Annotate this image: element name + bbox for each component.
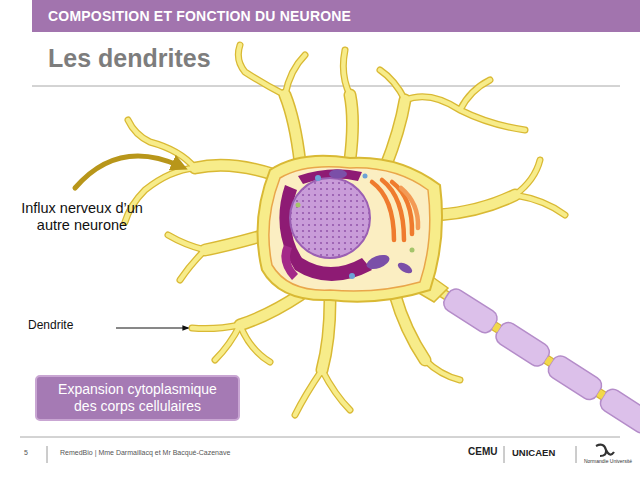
node-text: COMPOSITION ET FONCTION DU NEURONE — [48, 8, 351, 24]
cell-body — [258, 156, 449, 302]
footer-credit: RemedBio | Mme Darmaillacq et Mr Bacqué-… — [60, 449, 380, 457]
leader-line — [116, 328, 188, 329]
golgi-apparatus — [372, 180, 418, 240]
mitochondrion — [329, 170, 347, 179]
nucleus — [290, 178, 370, 258]
callout-text: Influx nerveux d’un autre neurone — [12, 200, 152, 235]
vesicle — [349, 273, 355, 279]
impulse-arrow — [75, 156, 180, 188]
note-box: Expansion cytoplasmique des corps cellul… — [35, 375, 240, 421]
myelin-sheath — [440, 286, 640, 437]
cytoplasm — [269, 167, 430, 291]
footer-separator — [47, 446, 48, 463]
myelin-segment — [440, 286, 500, 336]
logo-text: UNICAEN — [512, 447, 574, 458]
footer-rule — [20, 437, 620, 438]
node-of-ranvier — [598, 393, 603, 396]
vesicle — [315, 175, 321, 181]
logo-separator — [576, 446, 577, 463]
vesicle — [296, 203, 301, 208]
axon — [430, 285, 640, 436]
node-of-ranvier — [546, 359, 551, 362]
page-number: 5 — [24, 449, 40, 457]
dendrites — [125, 45, 565, 415]
mitochondrion — [396, 261, 414, 276]
logo-stroke — [596, 445, 606, 456]
slide-title: Les dendrites — [48, 44, 211, 73]
logo-text: CEMU — [468, 446, 502, 458]
dendrite-branch-outline — [125, 45, 565, 415]
title-rule — [32, 86, 620, 87]
vesicle — [410, 248, 415, 253]
part-name: Dendrite — [28, 318, 118, 332]
golgi-cisterna — [401, 188, 418, 228]
mitochondrion — [365, 252, 392, 271]
myelin-segment — [597, 386, 640, 436]
dendrite-branch — [125, 45, 565, 415]
myelin-segment — [493, 319, 553, 369]
endoplasmic-reticulum — [281, 245, 298, 280]
logo-separator — [504, 446, 505, 463]
logo-stroke — [606, 450, 614, 455]
vesicle — [363, 174, 368, 179]
header-band: COMPOSITION ET FONCTION DU NEURONE — [32, 0, 640, 32]
logo-text: Normandie Université — [583, 458, 633, 464]
myelin-segment — [545, 352, 605, 402]
soma-membrane — [258, 156, 443, 302]
node-text: Expansion cytoplasmique des corps cellul… — [45, 381, 230, 415]
node-of-ranvier — [494, 326, 499, 329]
normandie-logo-mark — [596, 445, 614, 456]
